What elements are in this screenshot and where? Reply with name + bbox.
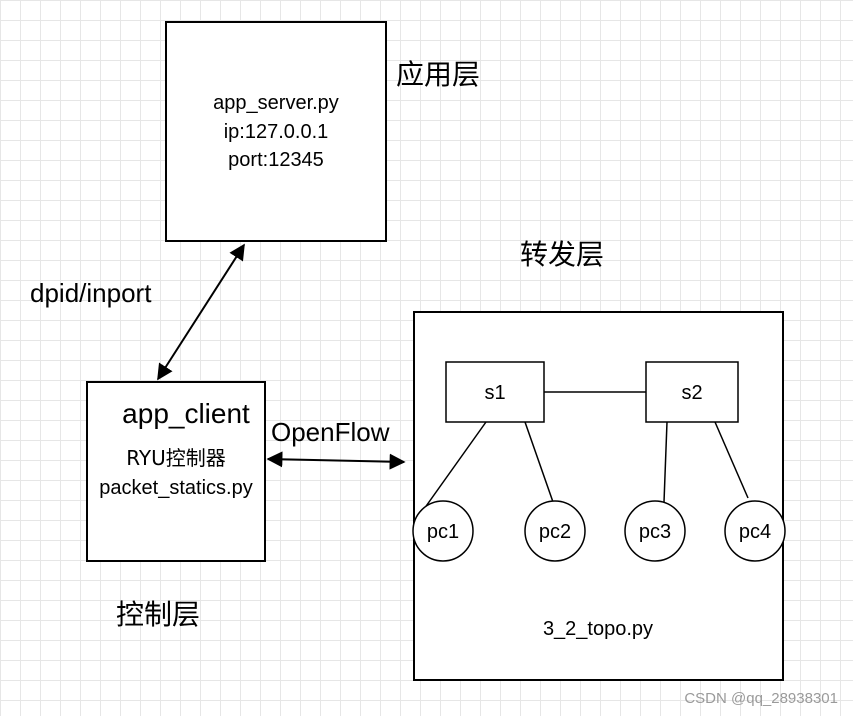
control-layer-label: 控制层 (116, 598, 200, 631)
host-pc2 (524, 500, 586, 562)
link-s2-pc4 (714, 421, 749, 499)
forwarding-layer-label: 转发层 (520, 238, 604, 271)
switch-s2 (645, 361, 739, 423)
app-server-node: app_server.py ip:127.0.0.1 port:12345 (165, 21, 387, 242)
link-s2-pc3 (663, 421, 668, 503)
app-server-filename: app_server.py (213, 92, 339, 114)
openflow-label: OpenFlow (271, 417, 390, 447)
app-server-port: port:12345 (228, 149, 324, 171)
ryu-controller-label: RYU控制器 (126, 446, 225, 470)
topology-container: s1 s2 pc1 pc2 pc3 pc4 3_2_topo.py (412, 311, 786, 681)
packet-statics-label: packet_statics.py (99, 477, 252, 499)
dpid-inport-label: dpid/inport (30, 278, 152, 308)
host-pc3 (624, 500, 686, 562)
openflow-arrow (266, 451, 406, 470)
app-client-node: app_client RYU控制器 packet_statics.py (86, 381, 266, 562)
host-pc4-label: pc4 (739, 521, 771, 543)
app-server-box (165, 21, 387, 242)
host-pc2-label: pc2 (539, 521, 571, 543)
app-client-title: app_client (122, 398, 250, 429)
host-pc1-label: pc1 (427, 521, 459, 543)
csdn-watermark: CSDN @qq_28938301 (684, 690, 838, 707)
switch-s1-label: s1 (484, 382, 505, 404)
app-server-ip: ip:127.0.0.1 (224, 121, 329, 143)
dpid-inport-arrow (157, 243, 245, 381)
switch-s2-label: s2 (681, 382, 702, 404)
app-client-box (86, 381, 266, 562)
link-s1-pc1 (423, 421, 487, 510)
link-s1-pc2 (524, 421, 554, 503)
application-layer-label: 应用层 (396, 58, 480, 91)
host-pc3-label: pc3 (639, 521, 671, 543)
switch-s1 (445, 361, 545, 423)
host-pc4 (724, 500, 786, 562)
topology-script-label: 3_2_topo.py (543, 618, 653, 640)
host-pc1 (412, 500, 474, 562)
